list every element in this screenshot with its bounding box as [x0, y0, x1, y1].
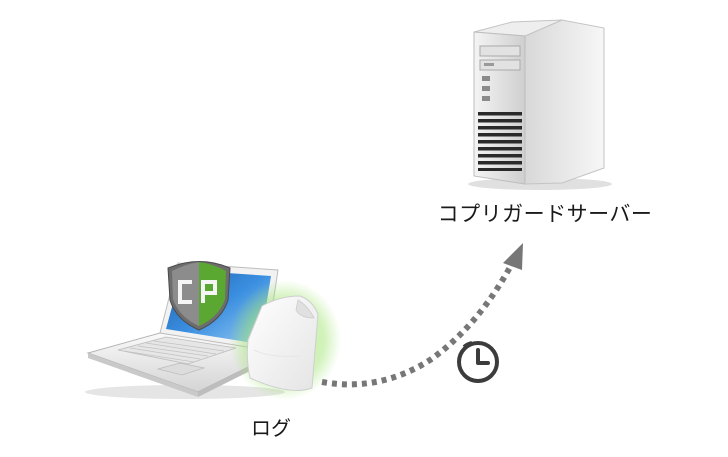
cp-shield-logo-icon [167, 261, 231, 331]
log-label: ログ [251, 416, 291, 440]
log-to-server-arrow [321, 243, 523, 388]
log-document-icon [229, 280, 341, 400]
server-label: コプリガードサーバー [437, 202, 653, 226]
clock-icon [457, 341, 499, 383]
server-tower-icon [468, 19, 612, 190]
